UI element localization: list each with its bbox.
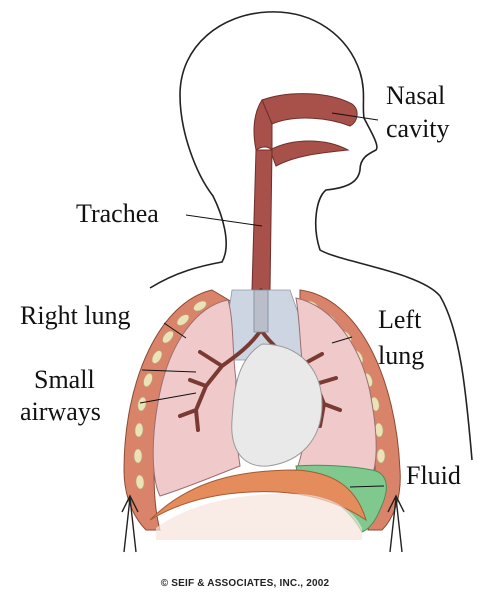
label-nasal-cavity-line1: Nasal [386, 82, 445, 109]
label-left-lung-line1: Left [378, 306, 421, 333]
mouth-shape [270, 141, 348, 166]
copyright-credit: © SEIF & ASSOCIATES, INC., 2002 [0, 578, 490, 589]
trachea-tube [252, 150, 272, 290]
label-small-airways-line2: airways [20, 398, 101, 425]
label-right-lung: Right lung [20, 302, 131, 329]
trachea-lower [254, 290, 268, 332]
label-small-airways-line1: Small [34, 366, 95, 393]
label-nasal-cavity-line2: cavity [386, 115, 450, 142]
label-fluid: Fluid [406, 462, 461, 489]
label-left-lung-line2: lung [378, 342, 424, 369]
nasal-cavity-shape [262, 94, 357, 126]
label-trachea: Trachea [76, 200, 159, 227]
